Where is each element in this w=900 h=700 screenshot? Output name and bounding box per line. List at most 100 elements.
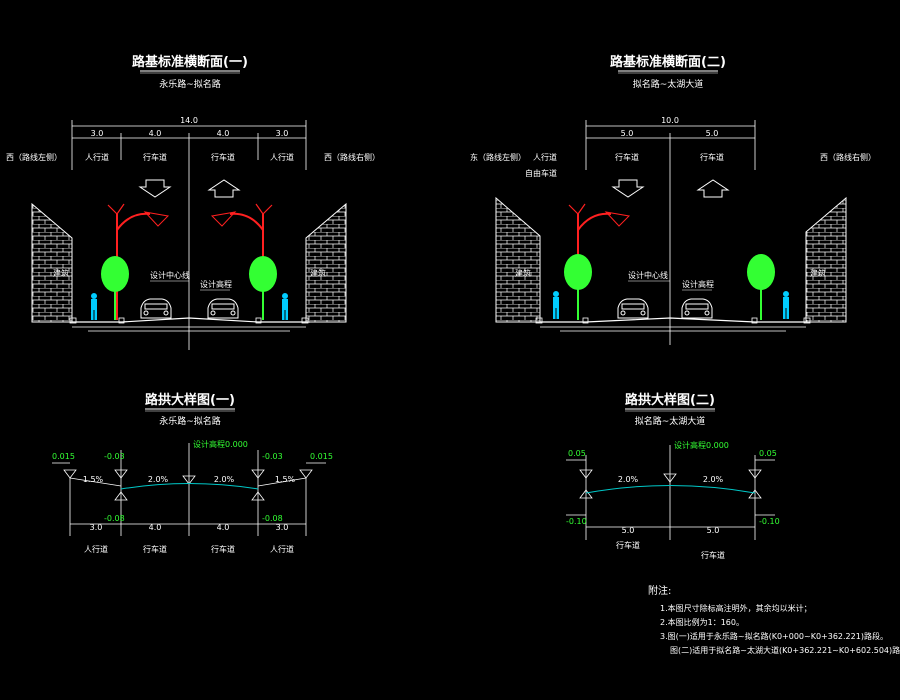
tree-right-icon: [747, 254, 775, 320]
section2-dimension-lines: [585, 120, 756, 345]
section1-road-surface: [69, 317, 310, 332]
section1-dim-4: 3.0: [276, 129, 289, 138]
arch1-slope-2: 2.0%: [148, 475, 169, 484]
arch1-crown-curve: [120, 483, 259, 490]
arch2-lane-1: 行车道: [616, 540, 640, 550]
section2-building-right-label: 建筑: [810, 268, 826, 278]
section2-dim-2: 5.0: [706, 129, 719, 138]
section1-dim-1: 3.0: [91, 129, 104, 138]
arch2-right-elev: 0.05: [759, 449, 777, 458]
arch1-slope-1: 1.5%: [83, 475, 104, 484]
section2-extra-label: 自由车道: [525, 168, 557, 178]
section1-dim-2: 4.0: [149, 129, 162, 138]
tree-left-icon: [101, 256, 129, 320]
arch1-lane-1: 人行道: [84, 544, 108, 554]
arch2-dim-2: 5.0: [707, 526, 720, 535]
arch1-bottom-right: -0.08: [262, 514, 283, 523]
section2-side-left: 东（路线左侧）: [470, 152, 526, 162]
arch1-title: 路拱大样图(一): [145, 392, 235, 408]
section1-dim-3: 4.0: [217, 129, 230, 138]
car-left-icon: [140, 298, 172, 319]
section2-lane-1: 人行道: [533, 152, 557, 162]
arch1-bottom-left: -0.08: [104, 514, 125, 523]
arch2-slope-1: 2.0%: [618, 475, 639, 484]
car-right-icon: [207, 298, 239, 319]
section1-lane-4: 人行道: [270, 152, 294, 162]
tree-right-icon: [249, 256, 277, 320]
section2-center-label: 设计中心线: [628, 270, 668, 280]
arch2-slope-2: 2.0%: [703, 475, 724, 484]
section2-dim-1: 5.0: [621, 129, 634, 138]
arch1-dim-4: 3.0: [276, 523, 289, 532]
notes-line-4: 图(二)适用于拟名路~太湖大道(K0+362.221~K0+602.504)路段…: [670, 645, 900, 655]
arch-detail-1: 路拱大样图(一) 永乐路~拟名路 0.015 0.015 设计高程0.000: [52, 392, 333, 554]
arch-detail-2: 路拱大样图(二) 拟名路~太湖大道 0.05 0.05 设计高程0.000 -0…: [566, 392, 780, 560]
section1-building-right-label: 建筑: [310, 268, 326, 278]
arch2-lane-2: 行车道: [701, 550, 725, 560]
arch1-center-elev: 设计高程0.000: [193, 439, 248, 449]
section1-elev-label: 设计高程: [200, 279, 232, 289]
up-arrow-icon: [696, 179, 730, 198]
arch2-title: 路拱大样图(二): [625, 392, 715, 408]
arch1-dim-1: 3.0: [90, 523, 103, 532]
section1-lane-2: 行车道: [143, 152, 167, 162]
arch1-lane-2: 行车道: [143, 544, 167, 554]
arch1-subtitle: 永乐路~拟名路: [159, 415, 221, 427]
cross-section-1: 路基标准横断面(一) 永乐路~拟名路 14.0 3.0 4.0 4.0 3.0 …: [6, 54, 380, 350]
section1-subtitle: 永乐路~拟名路: [159, 78, 221, 90]
section1-building-left-label: 建筑: [53, 268, 69, 278]
arch1-profile-lines: [52, 443, 326, 536]
section2-side-right: 西（路线右侧）: [820, 152, 876, 162]
building-left-wall: [495, 196, 541, 323]
section1-total-width: 14.0: [180, 116, 198, 125]
arch1-slope-4: 1.5%: [275, 475, 296, 484]
arch2-profile-lines: [566, 445, 775, 540]
building-right-wall: [805, 196, 847, 323]
section2-road-surface: [535, 317, 811, 332]
section1-lane-3: 行车道: [211, 152, 235, 162]
pedestrian-right-icon: [783, 291, 789, 319]
down-arrow-icon: [611, 179, 645, 198]
up-arrow-icon: [207, 179, 241, 198]
car-left-icon: [617, 298, 649, 319]
building-right-wall: [305, 202, 347, 323]
pedestrian-left-icon: [553, 291, 559, 319]
section1-title: 路基标准横断面(一): [132, 54, 248, 70]
arch2-left-elev: 0.05: [568, 449, 586, 458]
section2-total-width: 10.0: [661, 116, 679, 125]
section2-elev-label: 设计高程: [682, 279, 714, 289]
cross-section-2: 路基标准横断面(二) 拟名路~太湖大道 10.0 5.0 5.0 东（路线左侧）…: [470, 54, 876, 345]
arch1-top-right: -0.03: [262, 452, 283, 461]
notes-line-1: 1.本图尺寸除标高注明外，其余均以米计；: [660, 603, 812, 613]
arch2-dim-1: 5.0: [622, 526, 635, 535]
notes-block: 附注: 1.本图尺寸除标高注明外，其余均以米计； 2.本图比例为1：160。 3…: [648, 584, 900, 655]
pedestrian-left-icon: [91, 293, 97, 320]
arch2-subtitle: 拟名路~太湖大道: [635, 415, 706, 427]
section2-lane-3: 行车道: [700, 152, 724, 162]
building-left-wall: [31, 202, 73, 323]
section1-dimension-lines: [71, 120, 307, 350]
arch1-lane-3: 行车道: [211, 544, 235, 554]
arch1-lane-4: 人行道: [270, 544, 294, 554]
section2-title: 路基标准横断面(二): [610, 54, 726, 70]
arch1-slope-3: 2.0%: [214, 475, 235, 484]
section1-lane-1: 人行道: [85, 152, 109, 162]
arch2-center-elev: 设计高程0.000: [674, 440, 729, 450]
arch2-crown-curve: [585, 485, 756, 494]
section1-side-right: 西（路线右侧）: [324, 152, 380, 162]
tree-left-icon: [564, 254, 592, 320]
arch2-bottom-left: -0.10: [566, 517, 587, 526]
arch1-top-left: -0.03: [104, 452, 125, 461]
down-arrow-icon: [138, 179, 172, 198]
pedestrian-right-icon: [282, 293, 288, 320]
arch1-left-elev: 0.015: [52, 452, 75, 461]
arch1-dim-2: 4.0: [149, 523, 162, 532]
notes-line-2: 2.本图比例为1：160。: [660, 617, 744, 627]
notes-heading: 附注:: [648, 584, 671, 597]
section2-subtitle: 拟名路~太湖大道: [633, 78, 704, 90]
notes-line-3: 3.图(一)适用于永乐路~拟名路(K0+000~K0+362.221)路段。: [660, 631, 888, 641]
arch1-dim-3: 4.0: [217, 523, 230, 532]
arch1-right-elev: 0.015: [310, 452, 333, 461]
section1-side-left: 西（路线左侧）: [6, 152, 62, 162]
